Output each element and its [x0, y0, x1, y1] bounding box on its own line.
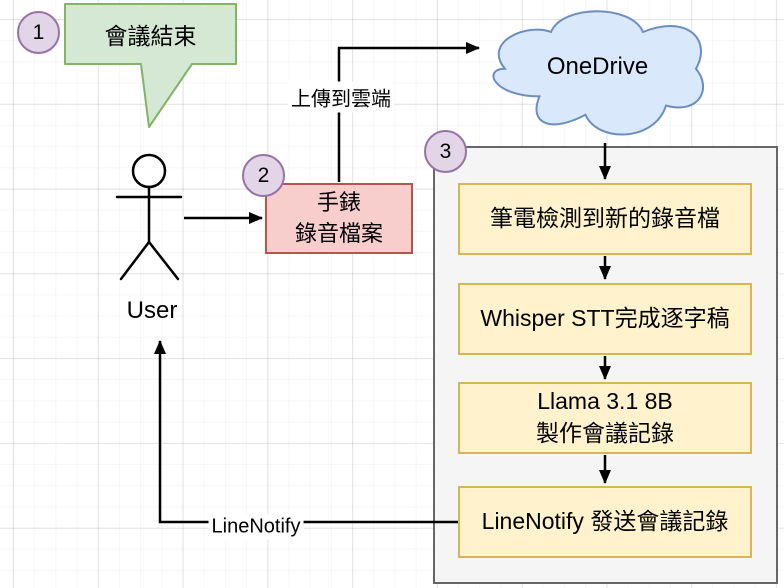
speech-bubble-shape[interactable]	[64, 3, 237, 128]
badge-1-number: 1	[32, 20, 45, 44]
user-stick-figure-icon[interactable]	[115, 153, 183, 281]
step-badge-1[interactable]: 1	[17, 11, 60, 54]
figure-head	[131, 153, 167, 189]
watch-box-line1: 手錶	[316, 189, 361, 215]
detect-label: 筆電檢測到新的錄音檔	[490, 205, 720, 232]
step-badge-3[interactable]: 3	[424, 130, 467, 173]
badge-3-number: 3	[439, 139, 452, 163]
edge-watch-to-cloud[interactable]	[337, 42, 480, 182]
process-box-linenotify[interactable]: LineNotify 發送會議記錄	[458, 486, 752, 558]
process-box-llama[interactable]: Llama 3.1 8B 製作會議記錄	[458, 382, 752, 454]
onedrive-cloud-shape[interactable]	[492, 10, 705, 136]
process-box-whisper[interactable]: Whisper STT完成逐字稿	[458, 283, 752, 355]
onedrive-text: OneDrive	[546, 53, 649, 80]
whisper-label: Whisper STT完成逐字稿	[480, 305, 730, 332]
edge-linenotify-to-user[interactable]	[154, 340, 458, 524]
linenotify-box-label: LineNotify 發送會議記錄	[481, 508, 729, 535]
llama-label-line2: 製作會議記錄	[536, 420, 674, 446]
figure-leg-right	[147, 240, 180, 281]
watch-recording-box[interactable]: 手錶 錄音檔案	[265, 183, 413, 254]
meeting-end-callout[interactable]: 會議結束	[65, 4, 236, 64]
badge-2-number: 2	[257, 163, 270, 187]
onedrive-label: OneDrive	[482, 10, 713, 124]
step-badge-2[interactable]: 2	[242, 154, 285, 197]
llama-label-line1: Llama 3.1 8B	[537, 388, 673, 415]
figure-leg-left	[119, 240, 151, 281]
upload-edge-label: 上傳到雲端	[288, 81, 394, 113]
process-box-detect[interactable]: 筆電檢測到新的錄音檔	[458, 183, 752, 255]
user-label: User	[126, 297, 178, 324]
linenotify-edge-label: LineNotify	[208, 514, 304, 540]
callout-text: 會議結束	[104, 23, 197, 49]
watch-box-line2: 錄音檔案	[294, 220, 383, 246]
